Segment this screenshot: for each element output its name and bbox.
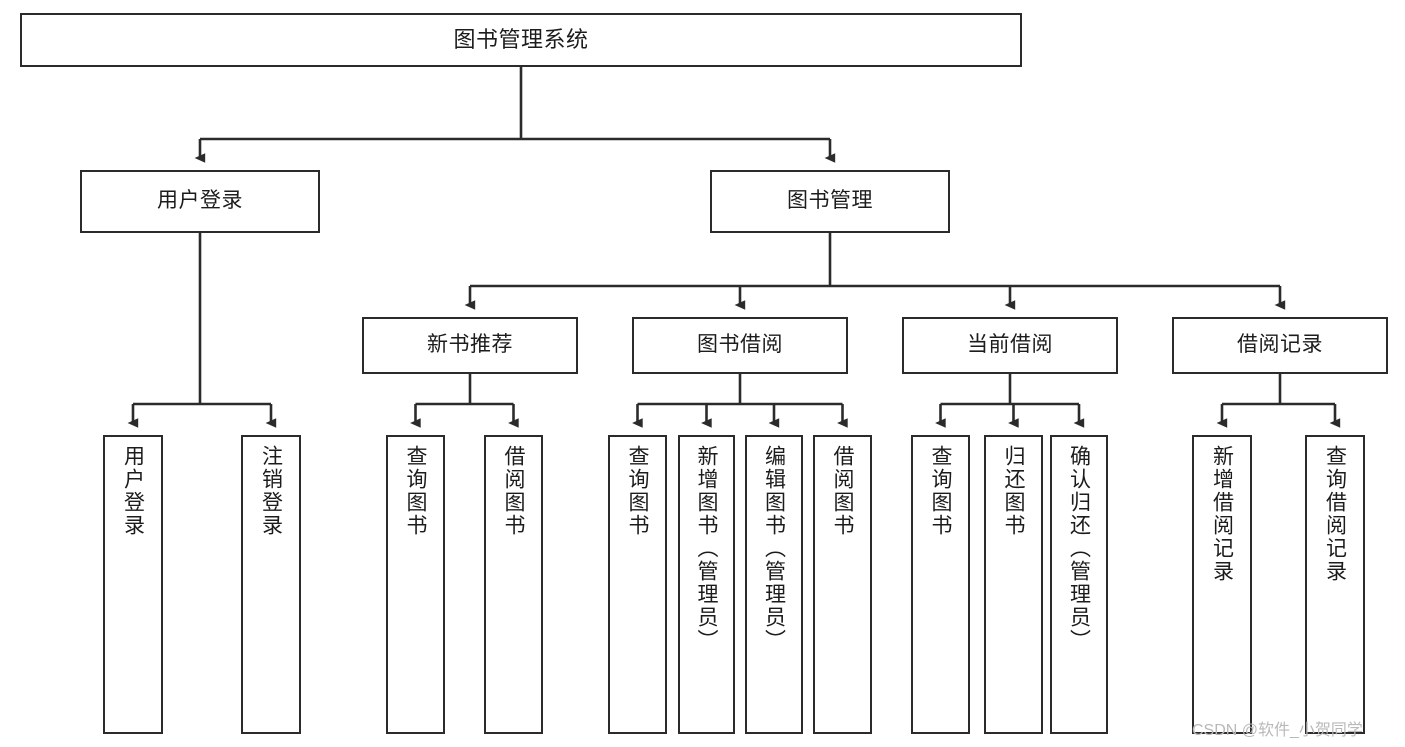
node-leaf-add-record[interactable]: 新增借阅记录 bbox=[1192, 435, 1252, 734]
node-leaf-query-book-3[interactable]: 查询图书 bbox=[911, 435, 970, 734]
node-current-borrow[interactable]: 当前借阅 bbox=[902, 317, 1118, 374]
node-book-manage[interactable]: 图书管理 bbox=[710, 170, 950, 233]
node-leaf-query-record[interactable]: 查询借阅记录 bbox=[1305, 435, 1365, 734]
node-label: 新增借阅记录 bbox=[1210, 445, 1234, 583]
node-leaf-query-book-2[interactable]: 查询图书 bbox=[608, 435, 667, 734]
node-label: 当前借阅 bbox=[967, 333, 1053, 357]
node-leaf-add-book[interactable]: 新增图书（管理员） bbox=[678, 435, 735, 734]
node-leaf-return-book[interactable]: 归还图书 bbox=[984, 435, 1043, 734]
node-leaf-borrow-book-2[interactable]: 借阅图书 bbox=[813, 435, 872, 734]
node-label: 图书管理系统 bbox=[453, 27, 589, 53]
node-root[interactable]: 图书管理系统 bbox=[20, 13, 1022, 67]
node-label: 图书借阅 bbox=[697, 333, 783, 357]
node-label: 查询借阅记录 bbox=[1323, 445, 1347, 583]
node-label: 借阅记录 bbox=[1237, 333, 1323, 357]
node-label: 图书管理 bbox=[787, 189, 873, 213]
node-label: 借阅图书 bbox=[831, 445, 854, 537]
node-label: 编辑图书（管理员） bbox=[762, 445, 786, 652]
node-new-book-recommend[interactable]: 新书推荐 bbox=[362, 317, 578, 374]
node-label: 用户登录 bbox=[121, 445, 145, 537]
node-label: 确认归还（管理员） bbox=[1067, 445, 1091, 652]
node-user-login[interactable]: 用户登录 bbox=[80, 170, 320, 233]
node-borrow-record[interactable]: 借阅记录 bbox=[1172, 317, 1388, 374]
node-book-borrow[interactable]: 图书借阅 bbox=[632, 317, 848, 374]
node-label: 新书推荐 bbox=[427, 333, 513, 357]
node-leaf-user-login[interactable]: 用户登录 bbox=[103, 435, 163, 734]
node-label: 归还图书 bbox=[1002, 445, 1025, 537]
node-label: 用户登录 bbox=[157, 189, 243, 213]
node-label: 借阅图书 bbox=[502, 445, 525, 537]
node-label: 注销登录 bbox=[259, 445, 283, 537]
node-leaf-query-book-1[interactable]: 查询图书 bbox=[386, 435, 445, 734]
node-label: 新增图书（管理员） bbox=[695, 445, 718, 652]
node-leaf-edit-book[interactable]: 编辑图书（管理员） bbox=[745, 435, 803, 734]
node-label: 查询图书 bbox=[404, 445, 427, 537]
node-leaf-confirm-return[interactable]: 确认归还（管理员） bbox=[1050, 435, 1108, 734]
watermark: CSDN @软件_小贺同学 bbox=[1192, 722, 1363, 739]
node-leaf-borrow-book-1[interactable]: 借阅图书 bbox=[484, 435, 543, 734]
node-leaf-logout-login[interactable]: 注销登录 bbox=[241, 435, 301, 734]
node-label: 查询图书 bbox=[929, 445, 952, 537]
node-label: 查询图书 bbox=[626, 445, 649, 537]
